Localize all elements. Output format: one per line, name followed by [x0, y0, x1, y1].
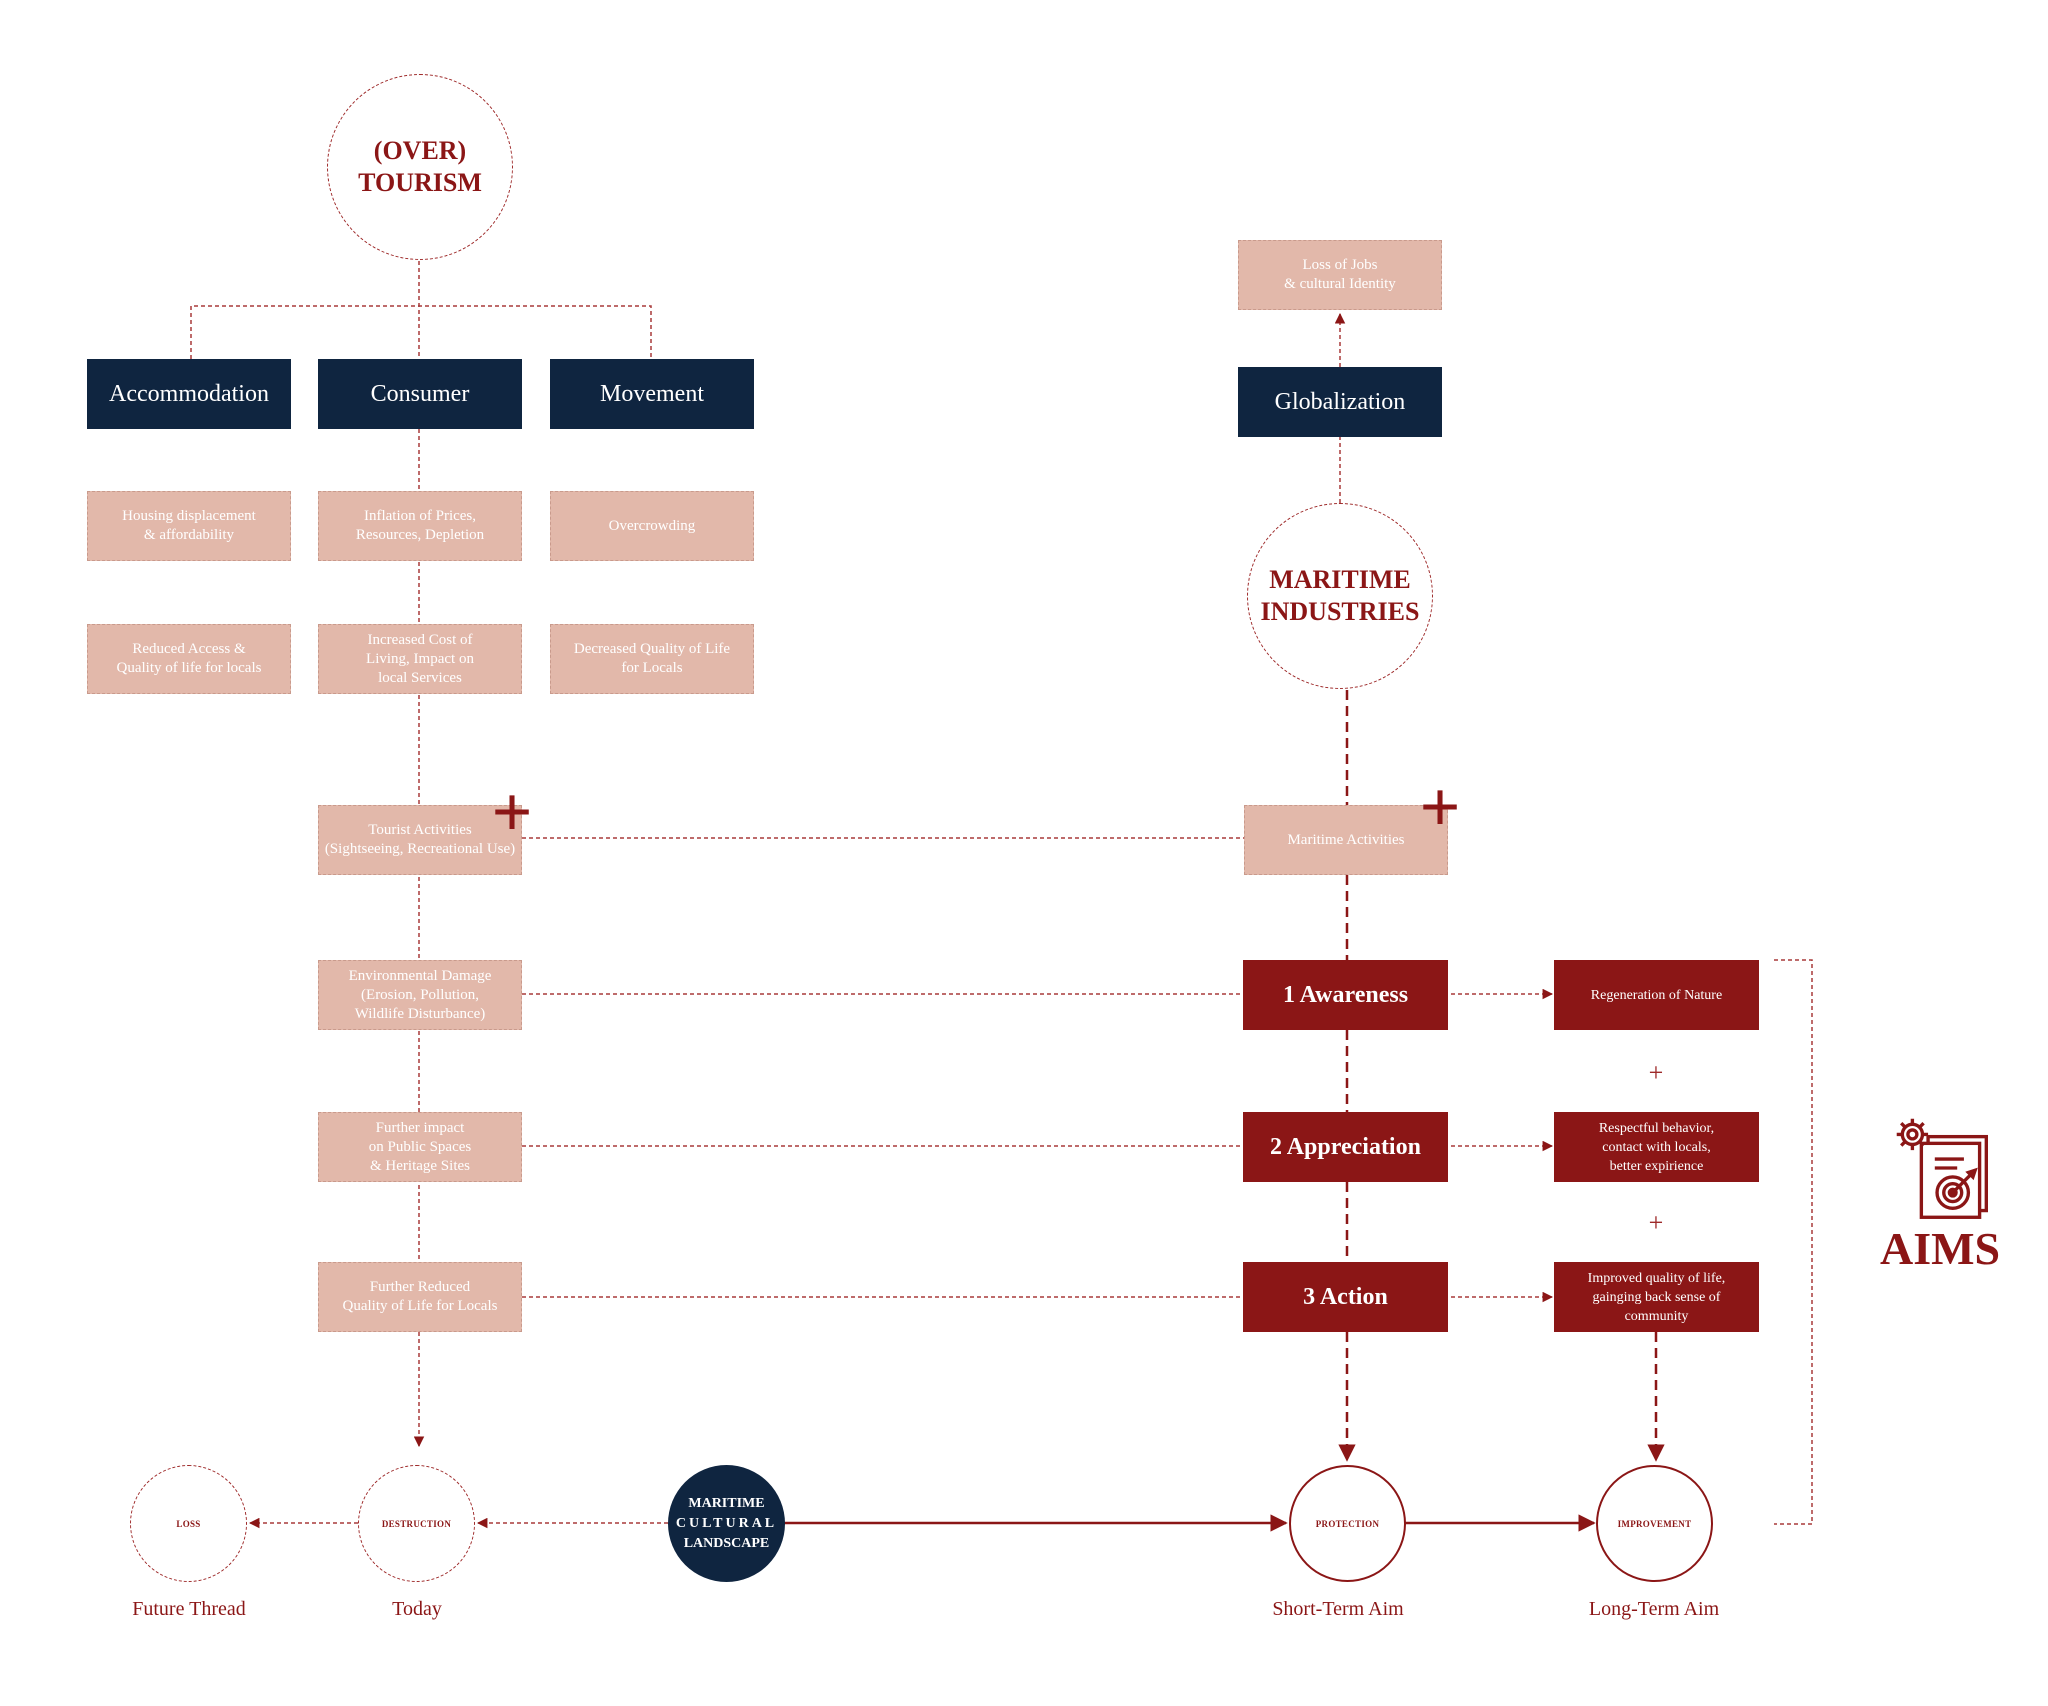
aims-title: AIMS — [1880, 1223, 2001, 1274]
outcome-plus-1: + — [1648, 1058, 1664, 1087]
overtourism-circle: (OVER) TOURISM — [327, 74, 513, 260]
maritime-industries-line2: INDUSTRIES — [1260, 597, 1420, 626]
plus-mark-maritime: + — [1419, 767, 1461, 847]
caption-future-thread: Future Thread — [132, 1598, 246, 1620]
impact-overcrowding: Overcrowding — [550, 491, 754, 561]
impact-loss-of-jobs: Loss of Jobs & cultural Identity — [1238, 240, 1442, 310]
impact-inflation: Inflation of Prices, Resources, Depletio… — [318, 491, 522, 561]
landscape-line3: LANDSCAPE — [683, 1535, 770, 1551]
category-consumer: Consumer — [318, 359, 522, 429]
category-accommodation: Accommodation — [87, 359, 291, 429]
impact-reduced-access: Reduced Access & Quality of life for loc… — [87, 624, 291, 694]
landscape-line2: CULTURAL — [675, 1515, 778, 1531]
caption-short-term-aim: Short-Term Aim — [1272, 1598, 1404, 1620]
impact-tourist-activities: Tourist Activities (Sightseeing, Recreat… — [318, 805, 522, 875]
outcome-improved-quality: Improved quality of life, gainging back … — [1554, 1262, 1759, 1332]
timeline-loss: LOSS — [130, 1465, 247, 1582]
landscape-line1: MARITIME — [688, 1495, 765, 1511]
outcome-regeneration: Regeneration of Nature — [1554, 960, 1759, 1030]
caption-today: Today — [392, 1598, 442, 1620]
outcome-respectful-behavior: Respectful behavior, contact with locals… — [1554, 1112, 1759, 1182]
gear-document-target-icon — [1896, 1118, 1988, 1219]
maritime-industries-circle: MARITIME INDUSTRIES — [1247, 503, 1433, 689]
impact-environmental-damage: Environmental Damage (Erosion, Pollution… — [318, 960, 522, 1030]
category-movement: Movement — [550, 359, 754, 429]
step-action: 3 Action — [1243, 1262, 1448, 1332]
impact-cost-of-living: Increased Cost of Living, Impact on loca… — [318, 624, 522, 694]
impact-public-spaces: Further impact on Public Spaces & Herita… — [318, 1112, 522, 1182]
impact-decreased-quality: Decreased Quality of Life for Locals — [550, 624, 754, 694]
overtourism-line2: TOURISM — [358, 168, 482, 197]
maritime-cultural-landscape-circle: MARITIME CULTURAL LANDSCAPE — [668, 1465, 785, 1582]
timeline-improvement: IMPROVEMENT — [1596, 1465, 1713, 1582]
impact-housing: Housing displacement & affordability — [87, 491, 291, 561]
timeline-protection: PROTECTION — [1289, 1465, 1406, 1582]
maritime-industries-line1: MARITIME — [1269, 565, 1411, 594]
maritime-activities: Maritime Activities — [1244, 805, 1448, 875]
impact-reduced-quality: Further Reduced Quality of Life for Loca… — [318, 1262, 522, 1332]
step-awareness: 1 Awareness — [1243, 960, 1448, 1030]
overtourism-line1: (OVER) — [373, 136, 467, 165]
caption-long-term-aim: Long-Term Aim — [1588, 1598, 1720, 1620]
category-globalization: Globalization — [1238, 367, 1442, 437]
step-appreciation: 2 Appreciation — [1243, 1112, 1448, 1182]
plus-mark-tourism: + — [491, 772, 533, 852]
outcome-plus-2: + — [1648, 1208, 1664, 1237]
timeline-destruction: DESTRUCTION — [358, 1465, 475, 1582]
